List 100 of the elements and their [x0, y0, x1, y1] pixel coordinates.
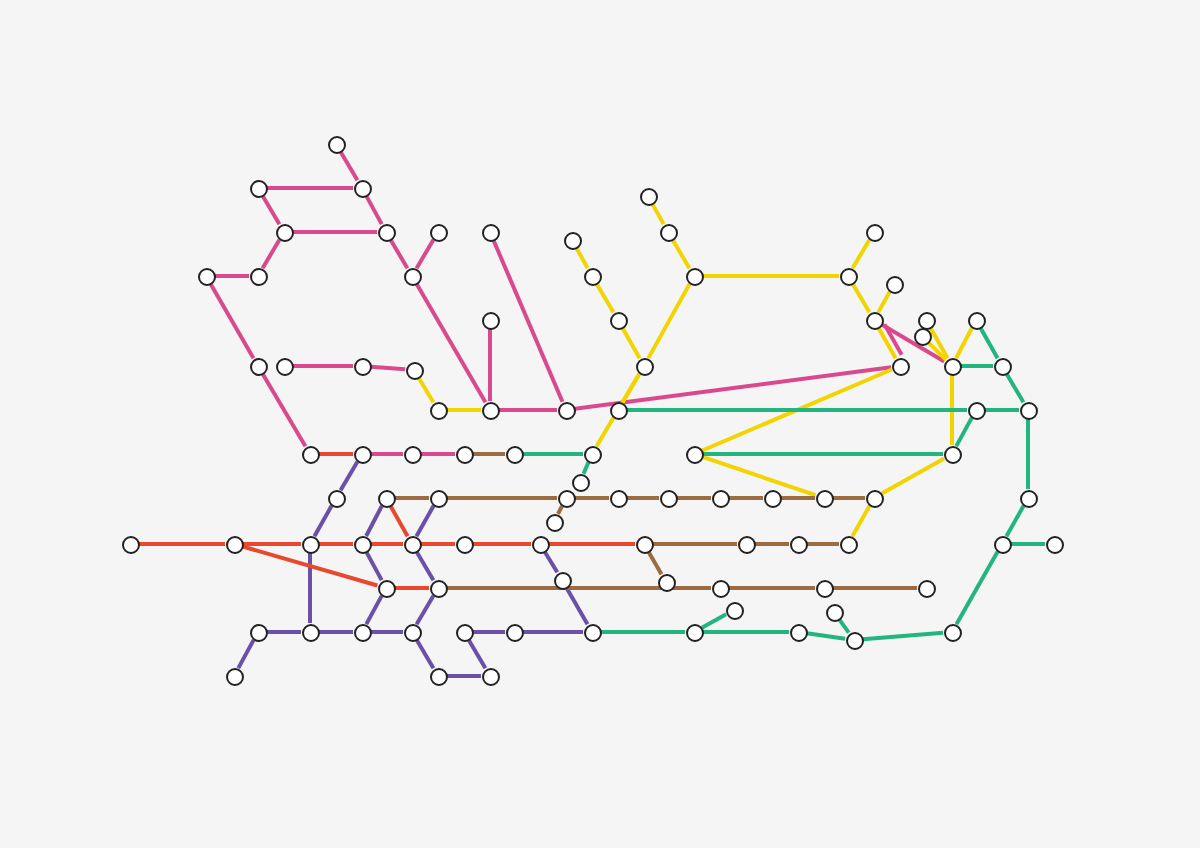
- transit-line: [267, 630, 301, 634]
- station-circle: [353, 535, 371, 553]
- station-circle: [225, 535, 243, 553]
- station-circle: [429, 579, 447, 597]
- station-circle: [429, 489, 447, 507]
- station-circle: [301, 623, 319, 641]
- transit-line: [575, 496, 609, 500]
- transit-line: [260, 238, 282, 270]
- transit-line: [488, 329, 492, 401]
- transit-line: [646, 550, 664, 576]
- station-circle: [505, 623, 523, 641]
- transit-line: [581, 461, 591, 475]
- transit-line: [1011, 542, 1045, 546]
- transit-line: [338, 460, 360, 492]
- station-circle: [275, 223, 293, 241]
- transit-line: [876, 326, 898, 360]
- transit-line: [267, 186, 353, 190]
- transit-line: [950, 375, 954, 445]
- station-circle: [249, 179, 267, 197]
- station-circle: [993, 535, 1011, 553]
- transit-line: [926, 340, 948, 362]
- transit-line: [395, 586, 429, 590]
- transit-line: [862, 630, 944, 642]
- station-circle: [275, 357, 293, 375]
- transit-line: [414, 238, 436, 270]
- station-circle: [737, 535, 755, 553]
- transit-line: [319, 542, 353, 546]
- station-circle: [725, 601, 743, 619]
- station-circle: [1019, 489, 1037, 507]
- transit-line: [242, 544, 378, 588]
- transit-line: [880, 322, 946, 364]
- station-circle: [481, 401, 499, 419]
- station-circle: [481, 223, 499, 241]
- transit-line: [388, 504, 410, 538]
- transit-line: [620, 372, 642, 404]
- transit-line: [371, 452, 403, 456]
- transit-line: [961, 364, 993, 368]
- transit-line: [954, 327, 974, 359]
- station-circle: [943, 357, 961, 375]
- transit-line: [954, 416, 974, 448]
- transit-line: [215, 274, 249, 278]
- transit-line: [601, 630, 685, 634]
- station-circle: [993, 357, 1011, 375]
- transit-line: [416, 376, 436, 404]
- transit-line: [985, 408, 1019, 412]
- station-circle: [1045, 535, 1063, 553]
- transit-line: [319, 630, 353, 634]
- station-circle: [825, 603, 843, 621]
- transit-line: [670, 238, 692, 270]
- station-circle: [685, 623, 703, 641]
- station-circle: [377, 489, 395, 507]
- transit-line: [523, 452, 583, 456]
- station-circle: [455, 445, 473, 463]
- station-circle: [639, 187, 657, 205]
- station-circle: [249, 623, 267, 641]
- transit-line: [729, 496, 763, 500]
- transit-line: [574, 246, 590, 270]
- transit-line: [447, 674, 481, 678]
- station-circle: [557, 489, 575, 507]
- transit-line: [833, 496, 865, 500]
- station-circle: [403, 535, 421, 553]
- transit-line: [700, 612, 728, 630]
- transit-line: [414, 282, 488, 404]
- station-circle: [249, 267, 267, 285]
- transit-line: [364, 505, 384, 537]
- station-circle: [327, 489, 345, 507]
- transit-line: [620, 326, 642, 360]
- station-circle: [197, 267, 215, 285]
- station-circle: [657, 573, 675, 591]
- transit-line: [260, 372, 308, 448]
- transit-line: [208, 282, 256, 360]
- transit-line: [371, 542, 403, 546]
- station-circle: [563, 231, 581, 249]
- transit-line: [574, 365, 892, 411]
- transit-line: [491, 239, 565, 403]
- transit-line: [447, 586, 711, 590]
- station-circle: [249, 357, 267, 375]
- station-circle: [571, 473, 589, 491]
- station-circle: [815, 579, 833, 597]
- station-circle: [943, 445, 961, 463]
- station-circle: [403, 267, 421, 285]
- station-circle: [531, 535, 549, 553]
- station-circle: [763, 489, 781, 507]
- transit-line: [414, 550, 436, 582]
- transit-line: [703, 274, 839, 278]
- transit-line: [466, 638, 488, 670]
- transit-line: [338, 150, 360, 182]
- transit-line: [627, 408, 967, 412]
- transit-line: [523, 630, 583, 634]
- station-circle: [481, 311, 499, 329]
- station-circle: [845, 631, 863, 649]
- transit-line: [564, 586, 590, 626]
- transit-line: [627, 496, 659, 500]
- station-circle: [353, 179, 371, 197]
- transit-line: [701, 367, 893, 453]
- station-circle: [635, 357, 653, 375]
- transit-line: [928, 326, 950, 360]
- station-circle: [685, 267, 703, 285]
- transit-line: [364, 550, 384, 582]
- transit-line: [1004, 372, 1026, 404]
